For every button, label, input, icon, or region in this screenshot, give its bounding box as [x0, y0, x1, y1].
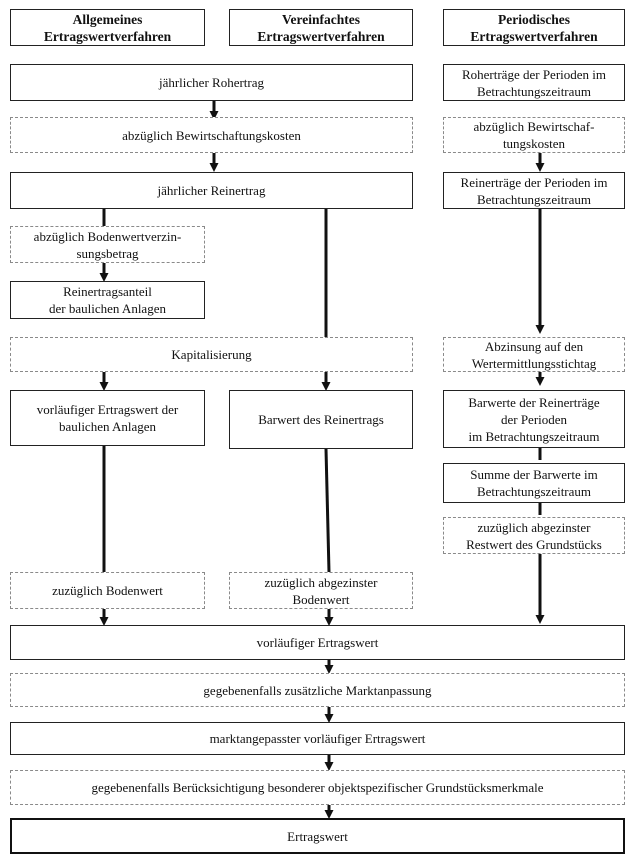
header-allgemeines: Allgemeines Ertragswertverfahren — [10, 9, 205, 46]
box-abzueglich-bewirtschaftungskosten: abzüglich Bewirtschaftungskosten — [10, 117, 413, 153]
box-ertragswert: Ertragswert — [10, 818, 625, 854]
box-bodenwertverzinsungsbetrag: abzüglich Bodenwertverzin- sungsbetrag — [10, 226, 205, 263]
box-abzinsung: Abzinsung auf den Wertermittlungsstichta… — [443, 337, 625, 372]
box-zuzueglich-abgezinster-bodenwert: zuzüglich abgezinster Bodenwert — [229, 572, 413, 609]
box-besondere-merkmale: gegebenenfalls Berücksichtigung besonder… — [10, 770, 625, 805]
box-reinertraege-der-perioden: Reinerträge der Perioden im Betrachtungs… — [443, 172, 625, 209]
box-marktanpassung: gegebenenfalls zusätzliche Marktanpassun… — [10, 673, 625, 707]
arrow-middle-3 — [324, 448, 331, 573]
box-vorlaeufiger-ertragswert: vorläufiger Ertragswert — [10, 625, 625, 660]
box-kapitalisierung: Kapitalisierung — [10, 337, 413, 372]
box-abgezinster-restwert: zuzüglich abgezinster Restwert des Grund… — [443, 517, 625, 554]
header-periodisches: Periodisches Ertragswertverfahren — [443, 9, 625, 46]
box-jaehrlicher-rohertrag: jährlicher Rohertrag — [10, 64, 413, 101]
box-vorlaeufiger-ertragswert-bauliche-anlagen: vorläufiger Ertragswert der baulichen An… — [10, 390, 205, 446]
box-bewirtschaftungskosten-periodisch: abzüglich Bewirtschaf- tungskosten — [443, 117, 625, 153]
box-jaehrlicher-reinertrag: jährlicher Reinertrag — [10, 172, 413, 209]
box-barwert-des-reinertrags: Barwert des Reinertrags — [229, 390, 413, 449]
box-zuzueglich-bodenwert: zuzüglich Bodenwert — [10, 572, 205, 609]
header-vereinfachtes: Vereinfachtes Ertragswertverfahren — [229, 9, 413, 46]
box-summe-der-barwerte: Summe der Barwerte im Betrachtungszeitra… — [443, 463, 625, 503]
box-barwerte-der-reinertraege: Barwerte der Reinerträge der Perioden im… — [443, 390, 625, 448]
box-marktangepasster-ertragswert: marktangepasster vorläufiger Ertragswert — [10, 722, 625, 755]
box-reinertragsanteil: Reinertragsanteil der baulichen Anlagen — [10, 281, 205, 319]
box-rohertraege-der-perioden: Roherträge der Perioden im Betrachtungsz… — [443, 64, 625, 101]
